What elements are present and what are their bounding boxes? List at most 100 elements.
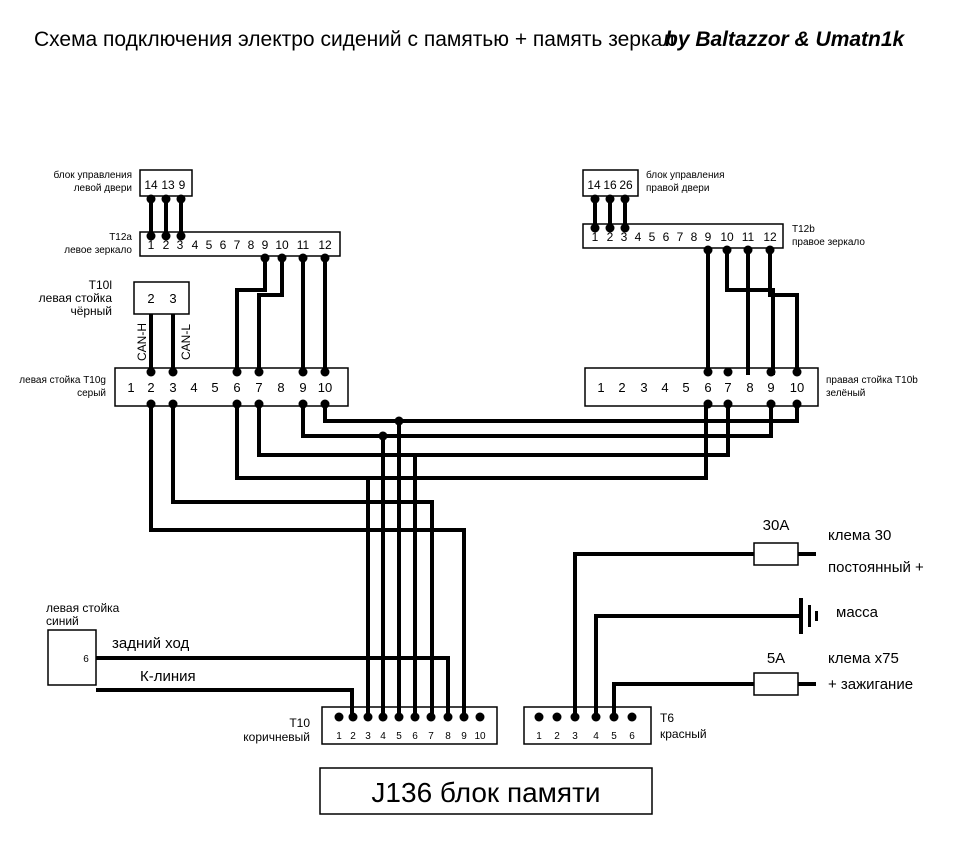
fuse-30a-label: 30A (763, 517, 790, 534)
dot-t10-5 (410, 712, 420, 722)
dot-t12a-top-1 (161, 231, 171, 241)
diagram-authors: by Baltazzor & Umatn1k (665, 28, 906, 51)
left-door-unit-label-1: блок управления (54, 169, 132, 181)
t10-pin-6: 6 (412, 731, 418, 742)
t10-pin-2: 2 (350, 731, 356, 742)
t12a-name: T12a (109, 232, 132, 243)
blue-connector-label-1: левая стойка (46, 601, 120, 615)
t10b-box (584, 367, 819, 407)
dot-t10b-bottom-0 (703, 399, 713, 409)
t12b-pin-5: 5 (649, 230, 656, 244)
blue-connector: левая стойка синий 6 (46, 601, 120, 686)
t10b-pin-10: 10 (790, 380, 804, 395)
ground-label: масса (836, 604, 879, 621)
dot-ldoor-top-1 (161, 194, 171, 204)
wiring (96, 196, 816, 716)
t12a-desc: левое зеркало (64, 245, 132, 256)
t6-pin-3: 3 (572, 731, 578, 742)
t12a-pin-2: 2 (163, 238, 170, 252)
dot-t10b-top-3 (792, 367, 802, 377)
dot-t10-2 (363, 712, 373, 722)
dot-t10g-top-0 (146, 367, 156, 377)
dot-t10g-bottom-2 (232, 399, 242, 409)
t10b-pin-2: 2 (618, 380, 625, 395)
right-door-pin-16: 16 (603, 178, 617, 192)
t10g-pin-10: 10 (318, 380, 332, 395)
dot-t6-2 (570, 712, 580, 722)
right-door-unit-label-2: правой двери (646, 183, 709, 194)
right-door-control-unit: 14 16 26 блок управления правой двери (582, 169, 724, 197)
t12b-pin-6: 6 (663, 230, 670, 244)
wire-t6-4 (594, 614, 799, 716)
dot-t12a-bottom-0 (260, 253, 270, 263)
dot-t10b-top-2 (766, 367, 776, 377)
t10-pin-1: 1 (336, 731, 342, 742)
t10-pin-9: 9 (461, 731, 467, 742)
wire-t10g-10 (323, 406, 799, 423)
t12b-pin-11: 11 (742, 230, 755, 244)
dot-ldoor-top-2 (176, 194, 186, 204)
wire-t6-5 (612, 682, 754, 716)
t10l-pin-3: 3 (169, 291, 176, 306)
dot-t10-0 (334, 712, 344, 722)
dot-t10g-top-2 (232, 367, 242, 377)
wire-t10g-2 (149, 406, 466, 716)
t12b-pin-10: 10 (720, 230, 734, 244)
t12a-pin-6: 6 (220, 238, 227, 252)
k-line-label: К-линия (140, 668, 196, 685)
t10l-desc-2: чёрный (70, 304, 112, 318)
t10b-pin-8: 8 (746, 380, 753, 395)
dot-t12b-top-2 (620, 223, 630, 233)
dot-t10b-top-1 (723, 367, 733, 377)
t12b-pin-12: 12 (763, 230, 777, 244)
t12b-name: T12b (792, 224, 815, 235)
dot-t10g-top-5 (320, 367, 330, 377)
t6-pin-6: 6 (629, 731, 635, 742)
j136-label: J136 блок памяти (371, 777, 600, 808)
t12b-pin-1: 1 (592, 230, 599, 244)
dot-t10g-top-4 (298, 367, 308, 377)
dot-t12a-bottom-1 (277, 253, 287, 263)
fuse-5a-label: 5A (767, 650, 785, 667)
t10g-pin-3: 3 (169, 380, 176, 395)
left-door-pin-14: 14 (144, 178, 158, 192)
t10b-desc-1: правая стойка T10b (826, 375, 918, 386)
dot-t10g-bottom-0 (146, 399, 156, 409)
t6-name: T6 (660, 711, 674, 725)
dot-t12a-bottom-3 (320, 253, 330, 263)
t10l-desc-1: левая стойка (39, 291, 113, 305)
t10-pin-8: 8 (445, 731, 451, 742)
dot-t6-3 (591, 712, 601, 722)
dot-bus-junction-2 (378, 431, 388, 441)
dot-t12b-top-0 (590, 223, 600, 233)
t6-pin-2: 2 (554, 731, 560, 742)
j136-memory-unit: J136 блок памяти (319, 767, 653, 815)
wire-t12b-12 (768, 248, 799, 375)
t10l-name: T10l (89, 278, 112, 292)
t10b-pin-9: 9 (767, 380, 774, 395)
dot-t10g-top-1 (168, 367, 178, 377)
dot-t10b-top-0 (703, 367, 713, 377)
wire-t10g-7 (257, 406, 730, 457)
wire-t12a-10 (257, 256, 284, 375)
dot-t10-8 (459, 712, 469, 722)
dot-t10b-bottom-2 (766, 399, 776, 409)
dot-t10-6 (426, 712, 436, 722)
right-door-unit-label-1: блок управления (646, 169, 724, 181)
can-l-label: CAN-L (179, 324, 193, 360)
t12a-pin-11: 11 (297, 238, 310, 252)
t10l-connector: T10l левая стойка чёрный 2 3 CAN-H CAN-L (39, 278, 193, 361)
t6-desc: красный (660, 727, 707, 741)
dot-t6-0 (534, 712, 544, 722)
dot-rdoor-top-1 (605, 194, 615, 204)
t12b-pin-2: 2 (607, 230, 614, 244)
t10-desc: коричневый (243, 730, 310, 744)
